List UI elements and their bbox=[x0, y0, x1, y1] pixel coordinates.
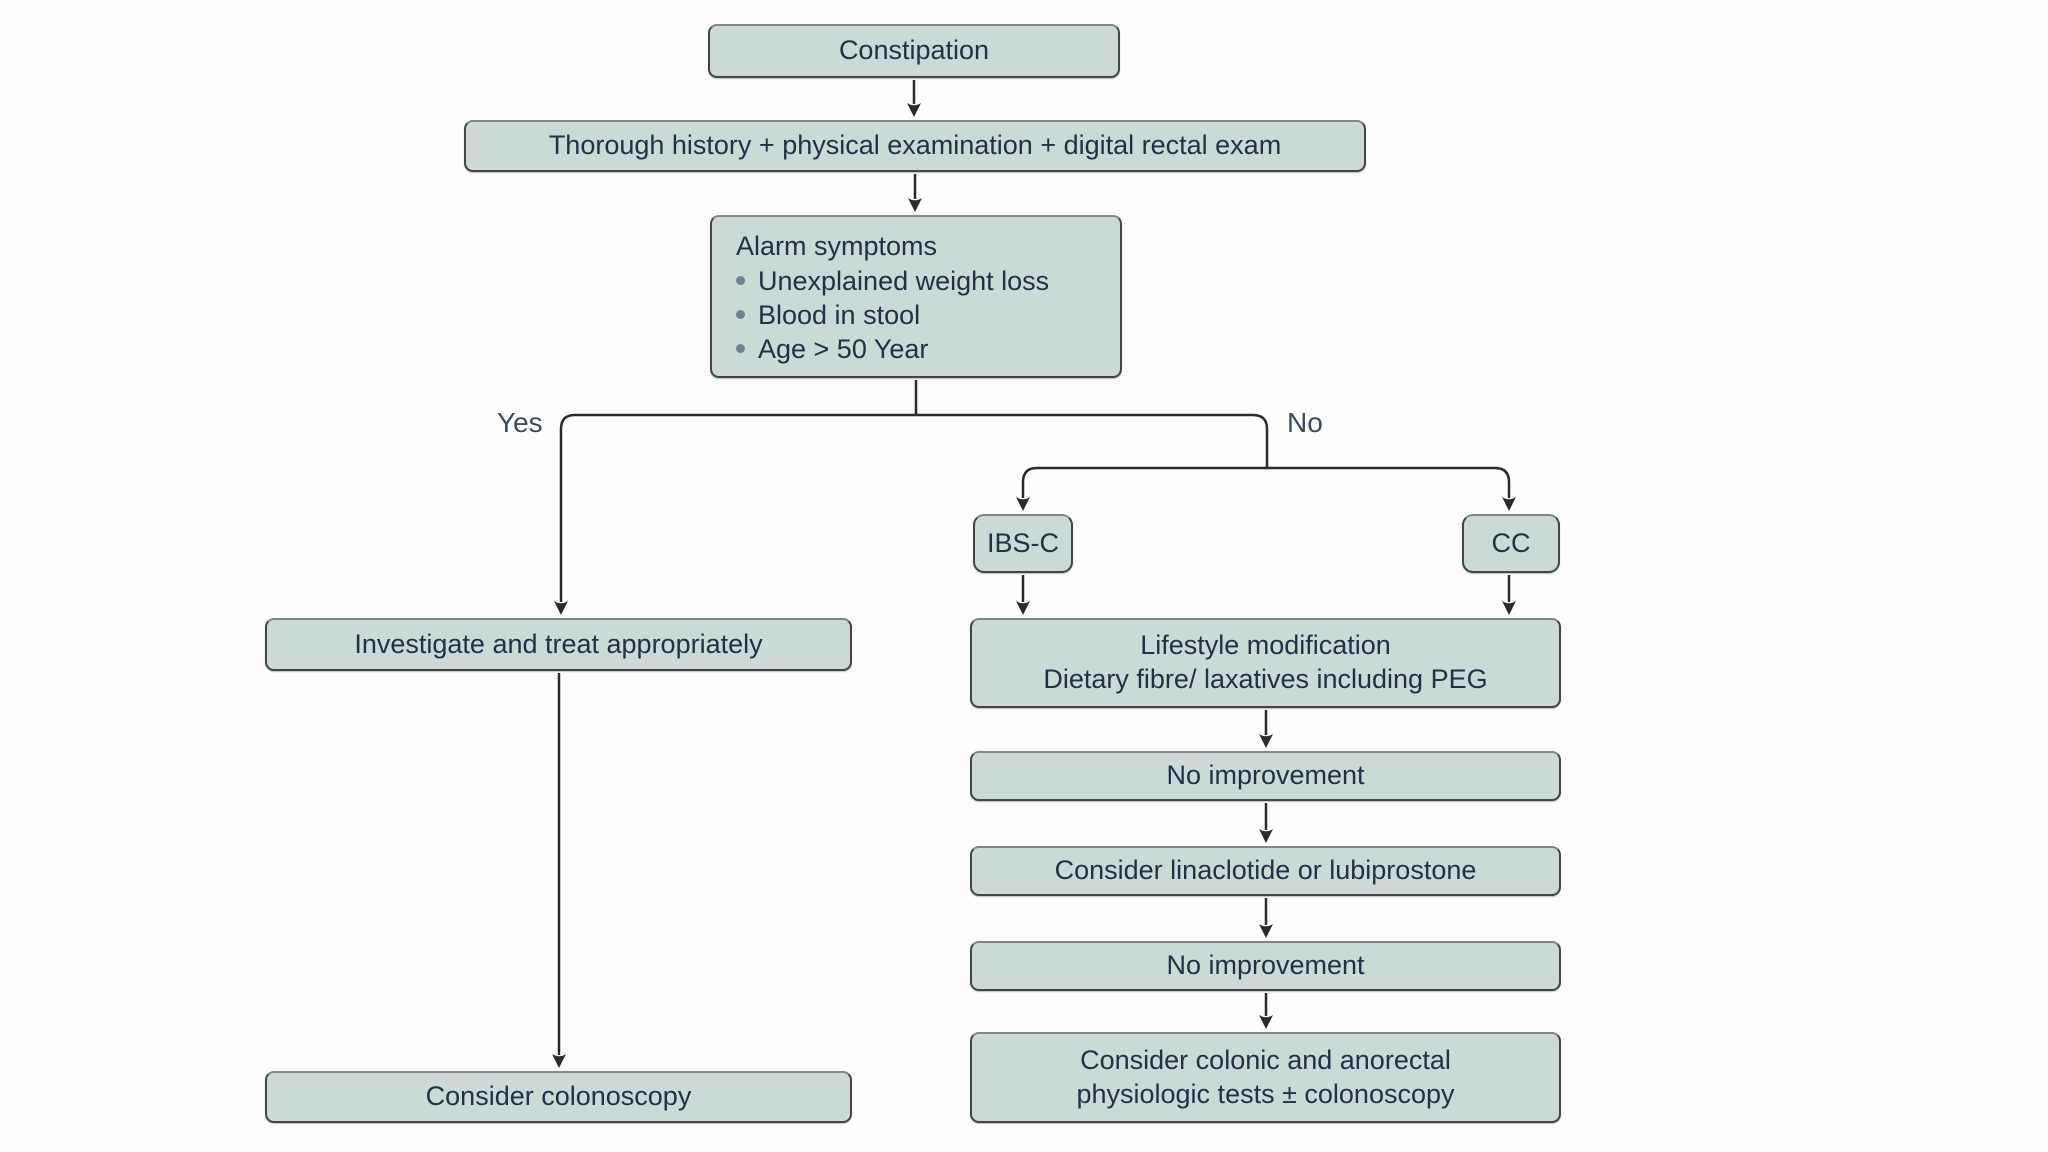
node-alarm-symptoms: Alarm symptoms Unexplained weight loss B… bbox=[710, 215, 1122, 378]
branch-label-yes: Yes bbox=[497, 407, 543, 438]
colonic-line2: physiologic tests ± colonoscopy bbox=[1076, 1078, 1455, 1109]
node-consider-colonoscopy: Consider colonoscopy bbox=[265, 1071, 852, 1123]
node-history-exam: Thorough history + physical examination … bbox=[464, 120, 1366, 172]
node-constipation: Constipation bbox=[708, 24, 1120, 78]
alarm-bullet-weight-loss: Unexplained weight loss bbox=[736, 264, 1049, 298]
connector-branch-no bbox=[916, 413, 1269, 468]
node-linaclotide-lubiprostone: Consider linaclotide or lubiprostone bbox=[970, 846, 1561, 896]
alarm-bullet-label: Unexplained weight loss bbox=[758, 265, 1050, 296]
node-colonic-anorectal-tests: Consider colonic and anorectal physiolog… bbox=[970, 1032, 1561, 1123]
node-no-improvement-1: No improvement bbox=[970, 751, 1561, 801]
node-cc: CC bbox=[1462, 514, 1560, 573]
bullet-icon bbox=[736, 310, 745, 319]
arrow-split-cc bbox=[1267, 466, 1516, 511]
alarm-bullet-blood-stool: Blood in stool bbox=[736, 298, 920, 332]
alarm-bullet-age: Age > 50 Year bbox=[736, 332, 928, 366]
node-investigate-treat: Investigate and treat appropriately bbox=[265, 618, 852, 671]
alarm-symptoms-title: Alarm symptoms bbox=[736, 230, 938, 261]
alarm-bullet-label: Age > 50 Year bbox=[758, 333, 929, 364]
node-no-improvement-2: No improvement bbox=[970, 941, 1561, 991]
node-lifestyle-modification: Lifestyle modification Dietary fibre/ la… bbox=[970, 618, 1561, 708]
arrow-split-ibsc bbox=[1016, 466, 1267, 511]
bullet-icon bbox=[736, 344, 745, 353]
node-ibs-c: IBS-C bbox=[973, 514, 1073, 573]
lifestyle-line2: Dietary fibre/ laxatives including PEG bbox=[1043, 664, 1488, 694]
lifestyle-line1: Lifestyle modification bbox=[1140, 630, 1391, 661]
branch-label-no: No bbox=[1287, 407, 1323, 438]
alarm-bullet-label: Blood in stool bbox=[758, 299, 921, 330]
colonic-line1: Consider colonic and anorectal bbox=[1080, 1044, 1451, 1075]
bullet-icon bbox=[736, 276, 745, 285]
arrow-branch-yes bbox=[554, 413, 916, 615]
